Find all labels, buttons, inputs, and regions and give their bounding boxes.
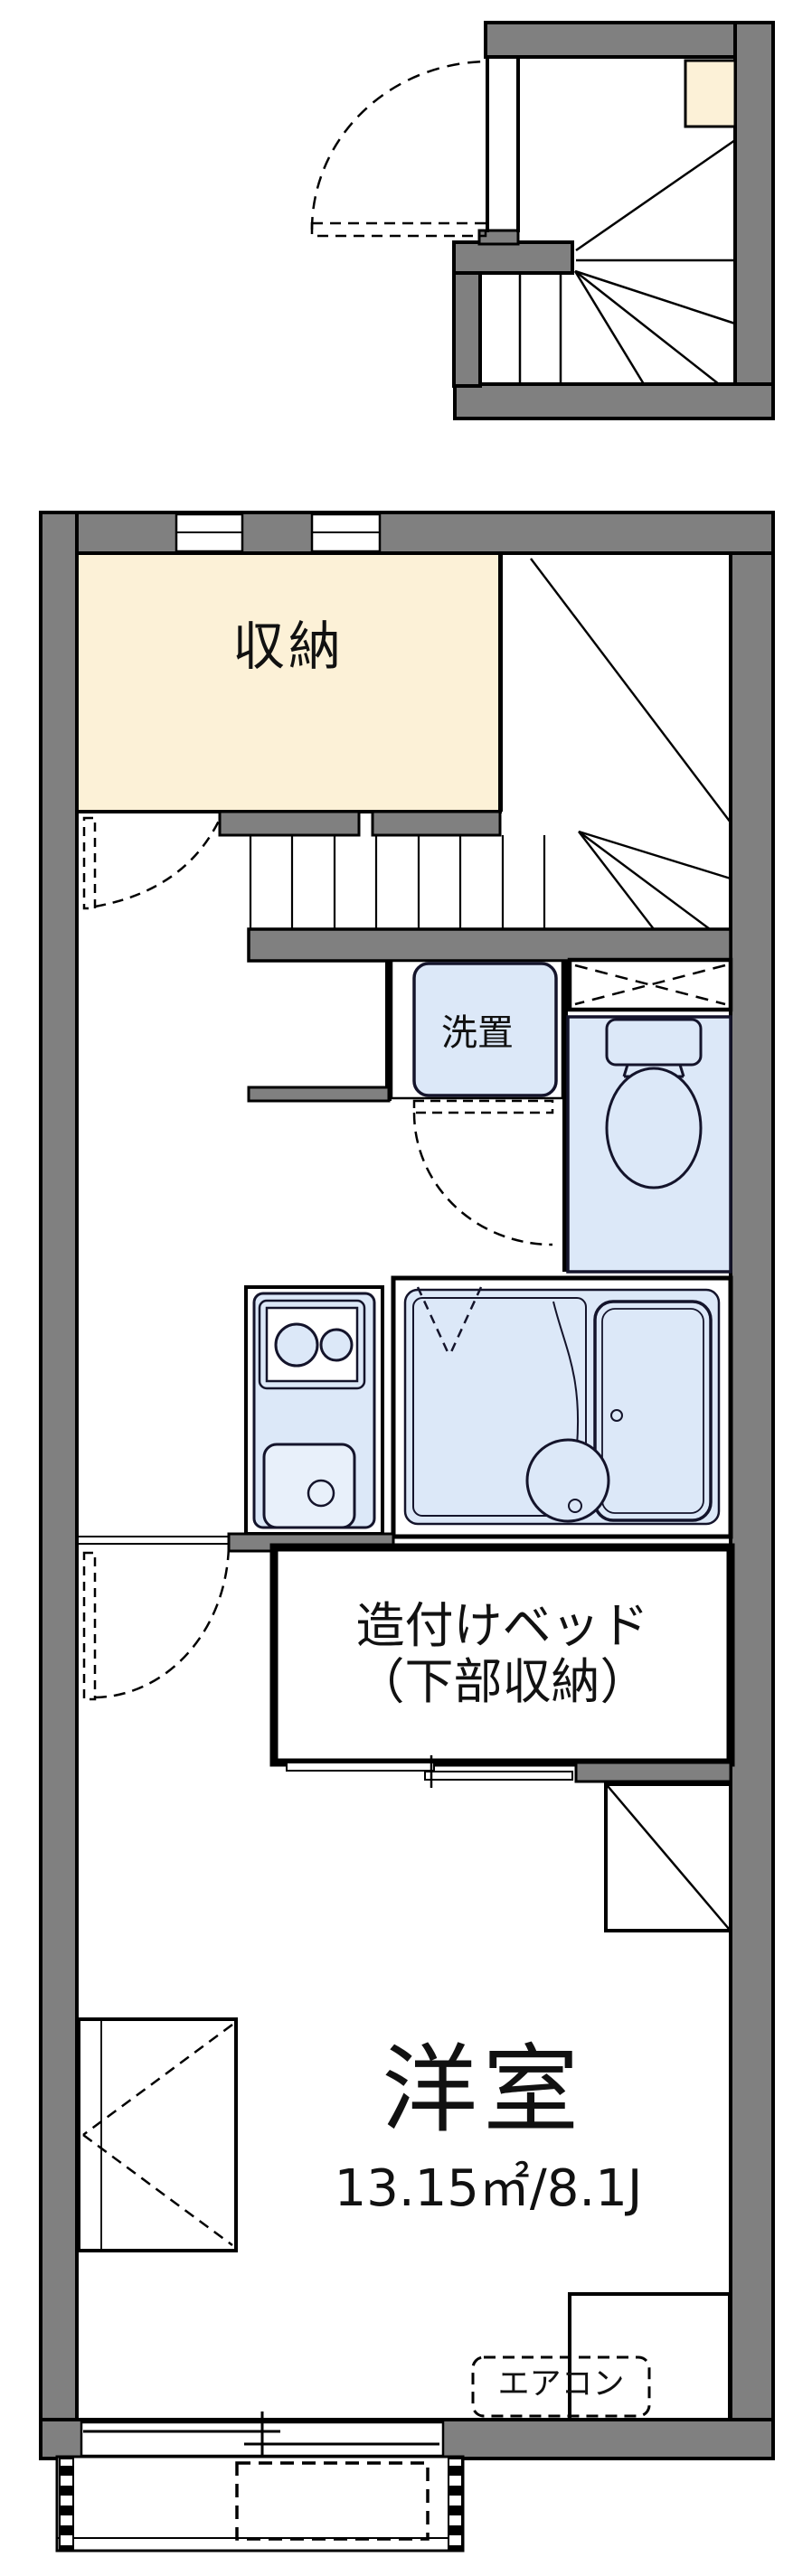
- upper-corner-shelf: [684, 59, 737, 128]
- casement-window: [77, 2017, 238, 2252]
- entry-door-jamb-right: [516, 57, 520, 232]
- stair-hall-wall: [247, 927, 732, 963]
- storage-bottom-wall-left: [218, 810, 361, 837]
- washroom-door-swing-arc: [412, 1112, 553, 1246]
- sink-drain: [307, 1479, 335, 1508]
- bathtub-handle: [610, 1409, 623, 1422]
- storage-bottom-wall-right: [371, 810, 502, 837]
- entry-door-swing-arc: [310, 60, 490, 230]
- stair-treads: [249, 835, 546, 929]
- stove-burner-left: [274, 1322, 319, 1368]
- storage-room: [75, 551, 503, 837]
- storage-door-swing-arc: [94, 818, 222, 908]
- main-top-wall: [39, 511, 775, 555]
- upper-mid-wall-tab: [477, 229, 520, 246]
- main-room-area-label: 13.15㎡/8.1J: [334, 2159, 643, 2218]
- storage-stair-divider: [498, 553, 503, 812]
- stove-burner-right: [319, 1328, 354, 1362]
- main-room-name-label: 洋室: [382, 2035, 584, 2146]
- upper-stairs-section: [310, 21, 775, 420]
- washer-pan: [412, 962, 558, 1097]
- kitchen: [244, 1285, 384, 1536]
- main-right-wall: [729, 551, 775, 2458]
- upper-mid-wall: [452, 240, 574, 275]
- stair-winder-lines: [530, 558, 732, 930]
- storage-door-leaf: [82, 816, 97, 910]
- vanity-curve: [552, 1301, 580, 1447]
- washroom-left-wall: [385, 961, 392, 1101]
- built-in-bed: [269, 1543, 735, 1767]
- upper-left-wall: [452, 271, 482, 388]
- hall-washroom-wall: [247, 1086, 391, 1103]
- refrigerator-space: [604, 1782, 732, 1932]
- bed-side-wall: [574, 1761, 732, 1783]
- entry-door-jamb-left: [486, 57, 489, 232]
- built-in-bed-label: 造付けベッド （下部収納）: [274, 1597, 731, 1711]
- storage-door: [82, 816, 222, 910]
- bed-label-line1: 造付けベッド: [355, 1597, 649, 1654]
- bed-label-line2: （下部収納）: [355, 1653, 649, 1711]
- storage-room-area: [75, 551, 502, 813]
- washer-space: [247, 959, 568, 1272]
- bathroom-folding-door: [416, 1286, 483, 1357]
- balcony-dashed-area: [235, 2461, 430, 2541]
- shower-area: [412, 1297, 587, 1517]
- bed-slider-opening: [286, 1755, 573, 1788]
- bathroom-floor: [403, 1288, 721, 1526]
- bedroom: [77, 1532, 735, 2421]
- storage-room-label: 収納: [231, 616, 345, 677]
- aircon-box: [471, 2355, 651, 2418]
- stove: [258, 1299, 366, 1390]
- bedroom-door-leaf: [82, 1551, 97, 1701]
- washroom-door-leaf: [412, 1099, 554, 1114]
- upper-top-wall: [484, 21, 775, 59]
- wash-basin: [525, 1438, 610, 1523]
- balcony-post-right: [448, 2458, 463, 2550]
- toilet-room: [566, 957, 733, 1274]
- washroom-toilet-wall: [562, 961, 568, 1272]
- upper-right-wall: [733, 21, 775, 420]
- balcony: [55, 2455, 465, 2552]
- balcony-floor: [55, 2455, 465, 2552]
- kitchen-sink: [262, 1443, 356, 1529]
- main-left-wall: [39, 511, 79, 2460]
- toilet-fixture: [605, 1018, 703, 1189]
- bedroom-door-swing-arc: [94, 1541, 231, 1699]
- upper-bottom-wall: [453, 382, 775, 420]
- washer-space-label: 洗置: [441, 1012, 514, 1054]
- bedroom-door-threshold: [77, 1536, 229, 1545]
- balcony-post-left: [59, 2458, 74, 2550]
- basin-drain: [568, 1499, 582, 1513]
- entry-door-leaf: [310, 221, 487, 238]
- bathroom: [391, 1275, 733, 1539]
- top-wall-window-right: [310, 512, 382, 553]
- toilet-wall-cabinet: [567, 957, 733, 1012]
- bathtub: [593, 1300, 713, 1522]
- aircon-label: エアコン: [497, 2366, 625, 2402]
- top-wall-window-left: [175, 512, 244, 553]
- bottom-wall-window: [80, 2411, 445, 2468]
- upper-stair-lines: [518, 138, 736, 385]
